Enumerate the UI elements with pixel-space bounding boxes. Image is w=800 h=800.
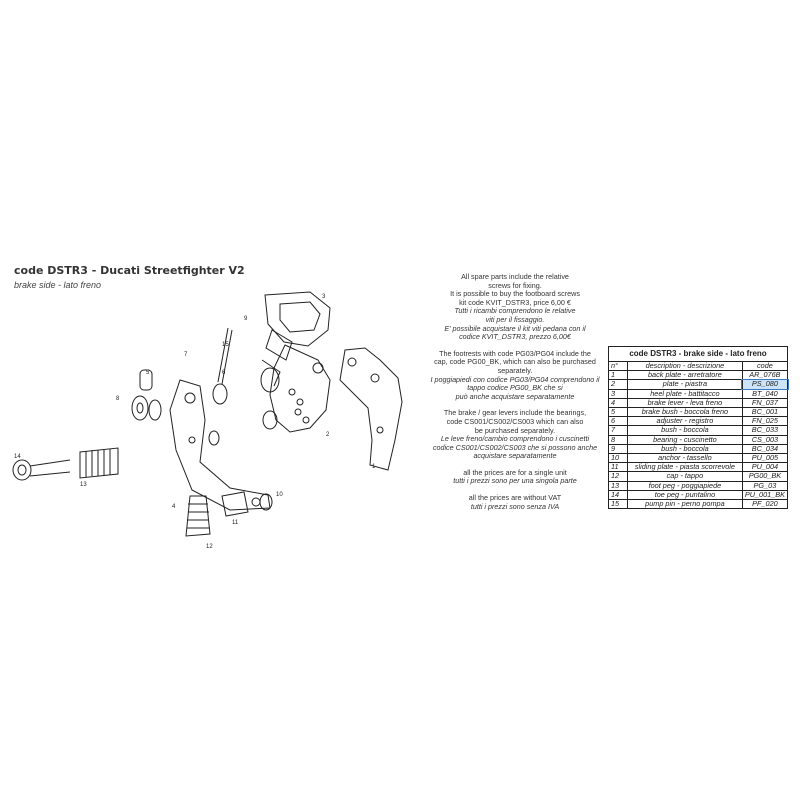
back-plate-shape (339, 347, 403, 471)
row-code: PG00_BK (741, 471, 789, 482)
svg-text:3: 3 (322, 294, 326, 300)
heel-plate-shape (264, 291, 331, 347)
note-line-it: acquistare separatamente (473, 451, 557, 461)
svg-text:2: 2 (326, 432, 330, 438)
row-description: pump pin - perno pompa (627, 499, 743, 510)
row-number: 8 (608, 434, 628, 445)
note-line-it: codice CS001/CS002/CS003 che si possono … (432, 442, 598, 452)
page-title: code DSTR3 - Ducati Streetfighter V2 (14, 264, 245, 277)
row-description: plate - piastra (627, 379, 743, 390)
note-line: It is possible to buy the footboard scre… (450, 289, 580, 299)
note-line: The brake / gear levers include the bear… (443, 408, 587, 418)
note-line: screws for fixing. (488, 280, 542, 290)
row-number: 7 (608, 425, 628, 436)
row-code: BC_033 (741, 425, 789, 436)
plate-shape (269, 344, 331, 433)
svg-text:14: 14 (14, 454, 21, 460)
note-line-it: può anche acquistare separatamente (455, 391, 575, 401)
row-code[interactable]: PS_080 (741, 378, 789, 391)
svg-text:4: 4 (172, 504, 176, 510)
brake-lever-shape (169, 379, 271, 511)
row-number: 2 (608, 379, 628, 390)
svg-text:6: 6 (222, 370, 226, 376)
note-line-it: tutti i prezzi sono senza IVA (470, 501, 560, 511)
note-line: cap, code PG00_BK, which can also be pur… (434, 357, 596, 367)
parts-table: code DSTR3 - brake side - lato freno n° … (608, 346, 789, 510)
svg-text:11: 11 (232, 520, 239, 526)
row-code: PG_03 (741, 480, 789, 491)
svg-text:8: 8 (116, 396, 120, 402)
note-line: The footrests with code PG03/PG04 includ… (439, 348, 591, 358)
row-description: foot peg - poggiapiede (627, 480, 743, 491)
svg-text:9: 9 (244, 316, 248, 322)
note-line-it: Le leve freno/cambio comprendono i cusci… (440, 434, 590, 444)
row-number: 3 (608, 388, 628, 399)
note-line: all the prices are for a single unit (463, 467, 567, 477)
row-description: bush - boccola (627, 425, 743, 436)
note-line-it: Tutti i ricambi comprendono le relative (454, 306, 576, 316)
row-description: cap - tappo (627, 471, 743, 482)
row-description: heel plate - battitacco (627, 388, 743, 399)
svg-text:12: 12 (206, 544, 213, 550)
svg-text:7: 7 (184, 352, 188, 358)
row-number: 13 (608, 480, 628, 491)
table-title: code DSTR3 - brake side - lato freno (608, 346, 788, 362)
note-line-it: tappo codice PG00_BK che si (467, 383, 563, 393)
svg-text:15: 15 (222, 342, 229, 348)
note-line-it: codice KVIT_DSTR3, prezzo 6,00€ (459, 332, 571, 342)
row-number: 15 (608, 499, 628, 510)
note-line: separately. (497, 365, 533, 375)
note-line-it: I poggiapiedi con codice PG03/PG04 compr… (430, 374, 600, 384)
exploded-diagram: 1 2 3 4 5 6 7 8 9 10 11 12 13 14 15 (12, 291, 403, 550)
row-description: bearing - cuscinetto (627, 434, 743, 445)
note-line-it: E' possibile acquistare il kit viti peda… (444, 323, 586, 333)
note-line-it: viti per il fissaggio. (485, 314, 545, 324)
note-line: code CS001/CS002/CS003 which can also (446, 416, 584, 426)
svg-text:13: 13 (80, 482, 87, 488)
note-line: all the prices are without VAT (468, 493, 562, 503)
svg-text:10: 10 (276, 492, 283, 498)
row-number: 12 (608, 471, 628, 482)
note-line: All spare parts include the relative (461, 272, 569, 281)
note-line: be purchased separately. (474, 425, 556, 435)
svg-text:1: 1 (372, 464, 376, 470)
row-code: BT_040 (741, 388, 789, 399)
note-line: kit code KVIT_DSTR3, price 6,00 € (459, 297, 571, 307)
notes-panel: All spare parts include the relative scr… (424, 272, 606, 511)
svg-text:5: 5 (146, 370, 150, 376)
row-code: PF_020 (741, 499, 789, 510)
note-line-it: tutti i prezzi sono per una singola part… (453, 476, 577, 486)
row-code: CS_003 (741, 434, 789, 445)
page-subtitle: brake side - lato freno (14, 280, 102, 290)
